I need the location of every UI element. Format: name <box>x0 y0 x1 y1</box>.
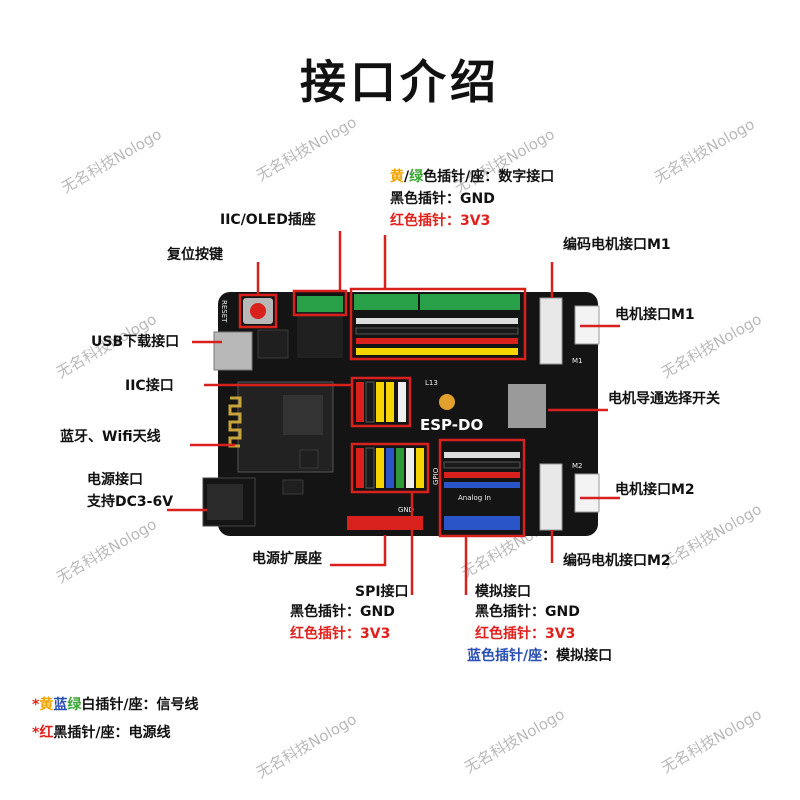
label-digital: 黄/绿色插针/座：数字接口 <box>390 168 554 186</box>
oled-socket <box>297 296 343 312</box>
note-signal-blue: 蓝 <box>53 697 68 713</box>
label-reset-key: 复位按键 <box>167 247 223 263</box>
encoder-m1-connector <box>539 297 563 365</box>
m1-mark: M1 <box>572 357 583 365</box>
note-signal-star: * <box>32 697 40 713</box>
l13-mark: L13 <box>425 379 438 387</box>
label-analog-red: 红色插针：3V3 <box>475 626 576 642</box>
label-power-ext: 电源扩展座 <box>252 551 322 567</box>
note-signal-yellow: 黄 <box>39 697 54 713</box>
encoder-m2-connector <box>539 463 563 531</box>
gpio-mark: GPIO <box>432 467 440 485</box>
label-motor-switch: 电机导通选择开关 <box>608 391 720 407</box>
label-enc-m2: 编码电机接口M2 <box>563 553 671 569</box>
note-signal-rest: 白插针/座：信号线 <box>81 697 199 713</box>
m2-mark: M2 <box>572 462 583 470</box>
callout-box-iic <box>350 376 412 428</box>
digital-socket <box>354 294 418 310</box>
label-spi-black: 黑色插针：GND <box>290 604 395 620</box>
note-power-rest: 黑插针/座：电源线 <box>53 725 171 741</box>
label-digital-rest: 色插针/座：数字接口 <box>423 169 555 185</box>
analog-socket <box>444 516 520 530</box>
label-digital-red: 红色插针：3V3 <box>390 213 491 229</box>
label-enc-m1: 编码电机接口M1 <box>563 237 671 253</box>
label-bt-wifi: 蓝牙、Wifi天线 <box>60 429 161 445</box>
label-analog-blue-part: 蓝色插针/座 <box>467 648 543 664</box>
spi-header-pins <box>356 447 424 489</box>
usb-port <box>213 331 253 371</box>
note-signal-green: 绿 <box>67 697 82 713</box>
label-power-in: 电源接口 <box>87 472 143 488</box>
analog-mark: Analog In <box>458 494 491 502</box>
note-power-red: 红 <box>39 725 54 741</box>
label-iic: IIC接口 <box>125 378 174 394</box>
iic-header-pins <box>356 381 406 423</box>
label-digital-yellow: 黄 <box>390 169 404 185</box>
label-spi-red: 红色插针：3V3 <box>290 626 391 642</box>
note-power-star: * <box>32 725 40 741</box>
label-analog-title: 模拟接口 <box>475 584 531 600</box>
callout-box-analog <box>438 438 526 538</box>
digital-header-pins <box>355 318 519 355</box>
analog-header-pins <box>443 452 521 488</box>
label-motor-m2: 电机接口M2 <box>615 482 695 498</box>
label-iic-oled: IIC/OLED插座 <box>220 212 316 228</box>
label-analog-blue: 蓝色插针/座：模拟接口 <box>467 647 612 665</box>
label-spi-title: SPI接口 <box>355 584 409 600</box>
note-signal: *黄蓝绿白插针/座：信号线 <box>32 694 198 714</box>
label-digital-green: 绿 <box>409 169 424 185</box>
power-ext-socket <box>347 516 423 530</box>
label-analog-blue-rest: ：模拟接口 <box>542 648 613 664</box>
motor-switch <box>508 384 546 428</box>
label-analog-black: 黑色插针：GND <box>475 604 580 620</box>
label-digital-slash: / <box>404 169 410 185</box>
gnd-mark: GND <box>398 506 414 514</box>
callout-box-spi <box>350 442 430 494</box>
reset-mark: RESET <box>220 300 228 323</box>
page-title: 接口介绍 <box>300 55 500 109</box>
label-motor-m1: 电机接口M1 <box>615 307 695 323</box>
callout-box-oled <box>292 289 348 317</box>
label-usb: USB下载接口 <box>91 334 180 350</box>
label-power-voltage: 支持DC3-6V <box>87 494 174 510</box>
label-digital-black: 黑色插针：GND <box>390 191 495 207</box>
digital-socket <box>420 294 520 310</box>
callout-box-digital <box>349 287 527 361</box>
board-name: ESP-DO <box>420 416 483 434</box>
note-power: *红黑插针/座：电源线 <box>32 722 170 742</box>
motor-m2-connector <box>574 473 600 513</box>
